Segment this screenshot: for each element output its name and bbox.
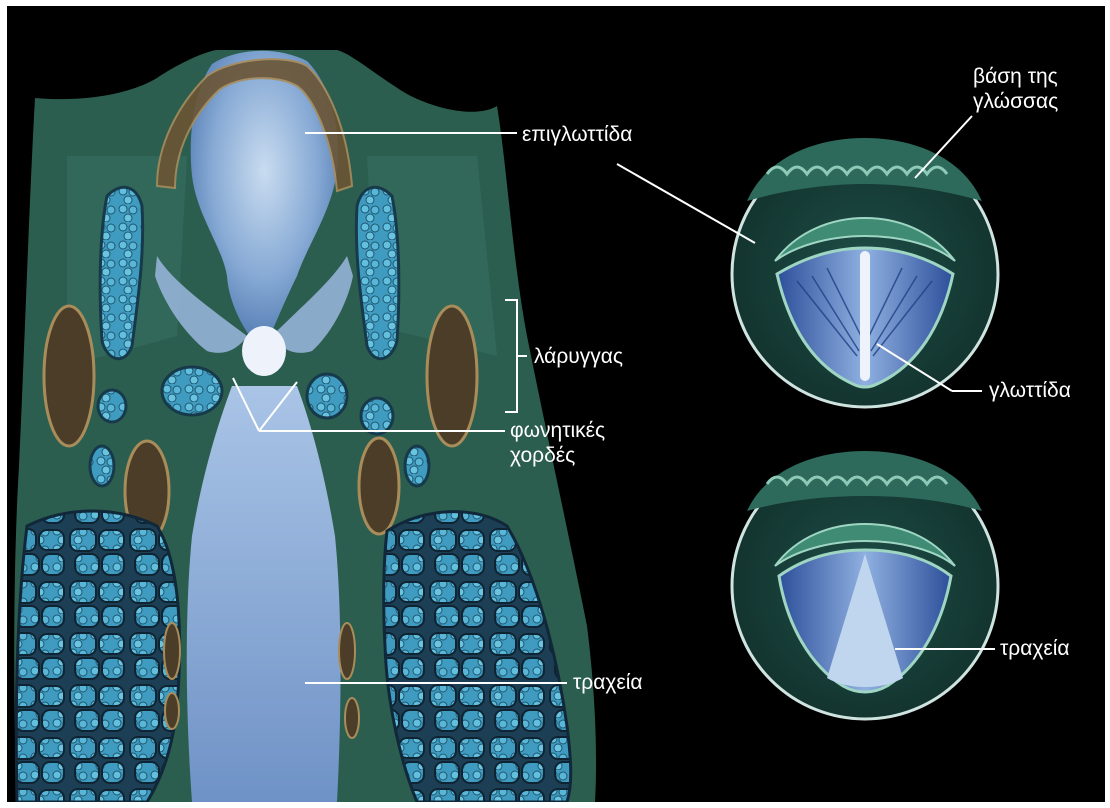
muscle-left-upper: [44, 306, 94, 446]
laryngoscope-view-closed: [732, 138, 998, 407]
label-trachea-right: τραχεία: [1000, 636, 1070, 661]
label-epiglottis: επιγλωττίδα: [522, 122, 632, 147]
label-glottis: γλωττίδα: [989, 378, 1071, 403]
label-tongue-base: βάση της γλώσσας: [973, 64, 1083, 114]
laryngoscope-view-open: [732, 451, 998, 719]
label-larynx: λάρυγγας: [534, 344, 623, 369]
larynx-section: [14, 50, 596, 802]
muscle-right-lower: [359, 438, 399, 534]
label-trachea-left: τραχεία: [573, 670, 643, 695]
muscle-right-upper: [427, 306, 477, 446]
diagram-frame: επιγλωττίδα λάρυγγας φωνητικές χορδές τρ…: [7, 6, 1105, 802]
label-vocal-cords: φωνητικές χορδές: [510, 418, 620, 468]
lobe-left: [16, 511, 179, 802]
